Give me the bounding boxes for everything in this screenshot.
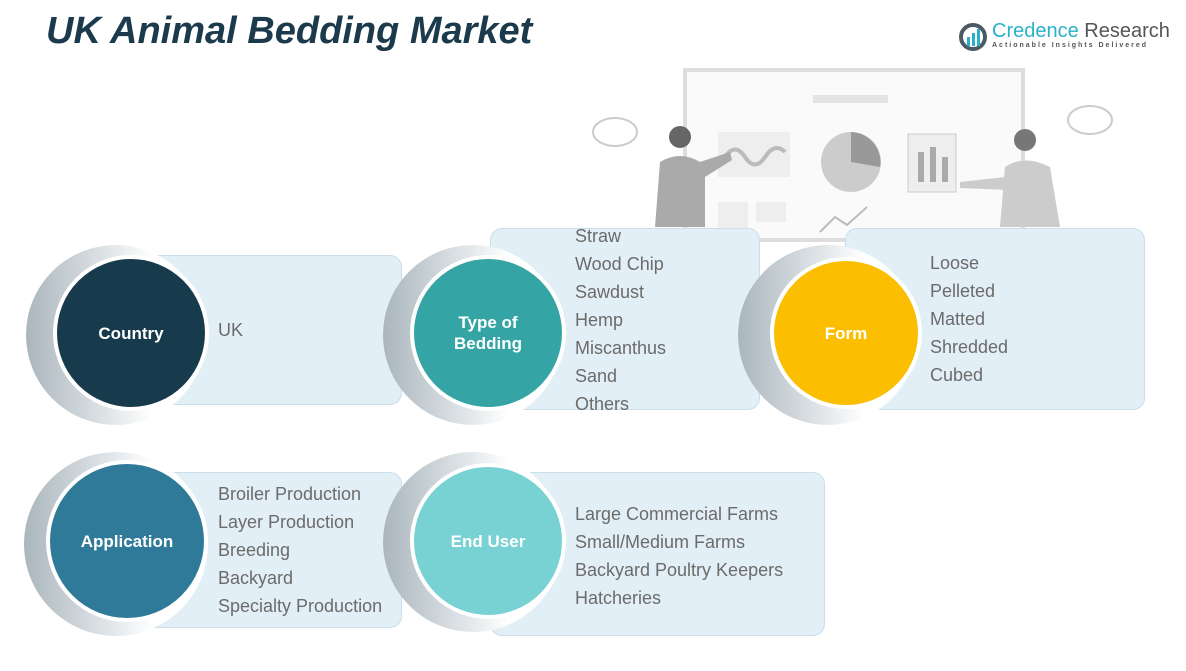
list-item: Large Commercial Farms <box>575 504 779 524</box>
list-item: Backyard <box>218 568 294 588</box>
presentation-illustration <box>592 68 1113 242</box>
list-item: Miscanthus <box>575 338 667 358</box>
list-item: Matted <box>930 309 986 329</box>
list-item: Wood Chip <box>575 254 664 274</box>
type-circle: Type of Bedding <box>410 255 566 411</box>
list-item: Backyard Poultry Keepers <box>575 560 784 580</box>
list-item: Broiler Production <box>218 484 362 504</box>
list-item: Pelleted <box>930 281 996 301</box>
type-list: Straw Wood Chip Sawdust Hemp Miscanthus … <box>575 222 666 418</box>
list-item: Shredded <box>930 337 1009 357</box>
end-user-list: Large Commercial Farms Small/Medium Farm… <box>575 500 783 612</box>
country-circle: Country <box>53 255 209 411</box>
country-list: UK <box>218 316 243 344</box>
application-list: Broiler Production Layer Production Bree… <box>218 480 382 620</box>
list-item: Layer Production <box>218 512 355 532</box>
application-circle: Application <box>46 460 208 622</box>
logo-tagline: Actionable Insights Delivered <box>992 42 1149 49</box>
list-item: Breeding <box>218 540 291 560</box>
list-item: UK <box>218 320 244 340</box>
logo-icon <box>959 23 987 51</box>
list-item: Specialty Production <box>218 596 383 616</box>
list-item: Others <box>575 394 630 414</box>
list-item: Loose <box>930 253 980 273</box>
list-item: Sawdust <box>575 282 645 302</box>
brand-logo: Credence Research Actionable Insights De… <box>958 20 1170 54</box>
page-title: UK Animal Bedding Market <box>46 10 533 52</box>
end-user-circle: End User <box>410 463 566 619</box>
list-item: Sand <box>575 366 618 386</box>
form-circle: Form <box>770 257 922 409</box>
form-list: Loose Pelleted Matted Shredded Cubed <box>930 249 1008 389</box>
list-item: Hemp <box>575 310 624 330</box>
logo-name-a: Credence <box>992 20 1079 42</box>
list-item: Straw <box>575 226 622 246</box>
list-item: Small/Medium Farms <box>575 532 746 552</box>
logo-name-b: Research <box>1078 20 1170 42</box>
list-item: Hatcheries <box>575 588 662 608</box>
list-item: Cubed <box>930 365 984 385</box>
